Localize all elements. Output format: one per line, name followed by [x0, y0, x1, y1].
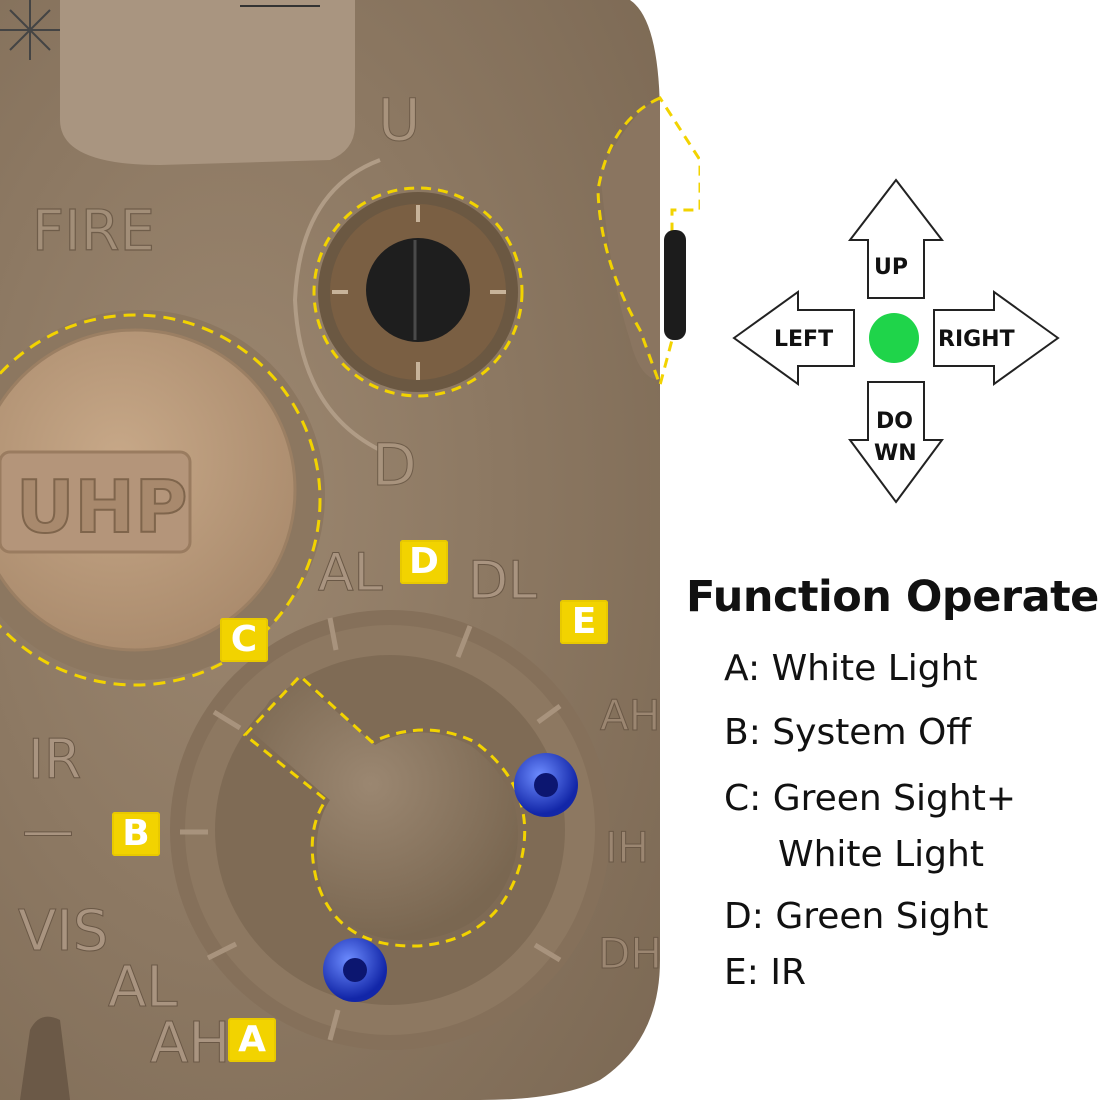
legend-key: A: — [724, 648, 761, 689]
adjust-screw[interactable] — [366, 238, 470, 342]
adjust-dial-dashed — [312, 186, 524, 398]
green-dot-icon — [869, 313, 919, 363]
legend-key: D: — [724, 896, 764, 937]
right-arrow-icon — [933, 290, 1060, 386]
direction-up-label: UP — [874, 255, 908, 280]
fire-label: FIRE — [32, 199, 155, 264]
mode-ir: IR — [28, 728, 81, 791]
badge-a: A — [228, 1018, 276, 1062]
direction-down-label-1: DO — [876, 409, 913, 434]
mode-al-bottom: AL — [108, 955, 178, 1020]
badge-e: E — [560, 600, 608, 644]
legend-title: Function Operates — [686, 572, 1100, 622]
legend-text: System Off — [772, 712, 972, 753]
direction-left-label: LEFT — [774, 327, 833, 352]
side-clamp — [600, 100, 660, 380]
legend-text: IR — [770, 952, 806, 993]
legend-text: White Light — [778, 834, 984, 875]
selector-lever-dashed — [242, 673, 527, 948]
mode-ih: IH — [605, 823, 649, 872]
laser-device-photo: FIRE UHP U D AL DL AH IH DH IR — VIS A — [0, 0, 700, 1100]
legend-text: Green Sight+ — [772, 778, 1016, 819]
selector-ticks — [180, 617, 562, 1041]
legend-text: White Light — [771, 648, 978, 689]
lens-window — [60, 0, 355, 165]
down-arrow-icon — [848, 381, 944, 504]
mode-al-top: AL — [318, 543, 383, 603]
legend-item-c-continued: White Light — [778, 834, 984, 875]
legend-item-b: B: System Off — [724, 712, 971, 753]
adjust-up-label: U — [378, 86, 420, 154]
legend-key: E: — [724, 952, 759, 993]
star-mark — [0, 0, 60, 60]
bottom-clip — [20, 1016, 70, 1100]
mode-dh: DH — [598, 929, 662, 978]
left-arrow-icon — [732, 290, 855, 386]
function-legend: Function Operates A: White Light B: Syst… — [686, 572, 1100, 993]
legend-item-a: A: White Light — [724, 648, 978, 689]
legend-key: C: — [724, 778, 762, 819]
uhp-plate — [0, 450, 192, 554]
legend-item-c: C: Green Sight+ — [724, 778, 1016, 819]
badge-d: D — [400, 540, 448, 584]
uhp-cap-dashed — [0, 313, 322, 687]
badge-b: B — [112, 812, 160, 856]
mode-off-mark: — — [22, 801, 74, 861]
direction-guide: UP DO WN LEFT RIGHT — [732, 178, 1060, 504]
mode-ah-bottom: AH — [150, 1011, 230, 1076]
direction-right-label: RIGHT — [938, 327, 1015, 352]
direction-down-label-2: WN — [874, 441, 917, 466]
legend-text: Green Sight — [775, 896, 989, 937]
mode-ah-right: AH — [600, 691, 660, 740]
uhp-label: UHP — [16, 465, 188, 549]
side-knob — [664, 230, 686, 340]
legend-key: B: — [724, 712, 761, 753]
badge-c: C — [220, 618, 268, 662]
legend-item-d: D: Green Sight — [724, 896, 988, 937]
up-arrow-icon — [847, 178, 945, 299]
mode-vis: VIS — [18, 899, 108, 964]
mode-dl: DL — [468, 551, 537, 611]
legend-item-e: E: IR — [724, 952, 806, 993]
selector-lever[interactable] — [250, 680, 518, 941]
adjust-down-label: D — [372, 431, 417, 499]
